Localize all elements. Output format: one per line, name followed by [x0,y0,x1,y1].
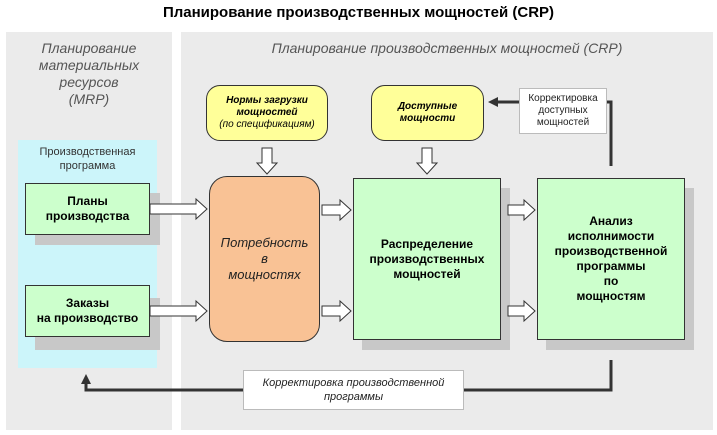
capacity-need-box: Потребность в мощностях [209,176,320,342]
program-correction-note: Корректировка производственной программы [243,370,464,410]
feasibility-analysis-box: Анализ исполнимости производственной про… [537,178,685,340]
load-norms-box: Нормы загрузки мощностей (по спецификаци… [206,85,328,141]
arrow-norms-down [255,147,279,175]
capacity-correction-line [607,100,613,166]
orders-box: Заказы на производство [25,285,150,337]
arrow-orders-to-need [149,299,208,323]
arrow-plans-to-need [149,197,208,221]
arrow-available-down [415,147,439,175]
arrow-need-to-distribution-bottom [321,299,352,323]
capacity-distribution-box: Распределение производственных мощностей [353,178,501,340]
crp-panel-title: Планирование производственных мощностей … [271,40,623,56]
diagram-title: Планирование производственных мощностей … [162,4,555,21]
production-program-label: Производственная программа [39,146,136,172]
arrow-distribution-to-analysis-bottom [507,299,536,323]
mrp-panel-title: Планирование материальных ресурсов (MRP) [38,40,140,107]
capacity-correction-note: Корректировка доступных мощностей [519,88,607,134]
available-capacity-box: Доступные мощности [371,85,484,141]
arrow-distribution-to-analysis-top [507,198,536,222]
arrow-need-to-distribution-top [321,198,352,222]
